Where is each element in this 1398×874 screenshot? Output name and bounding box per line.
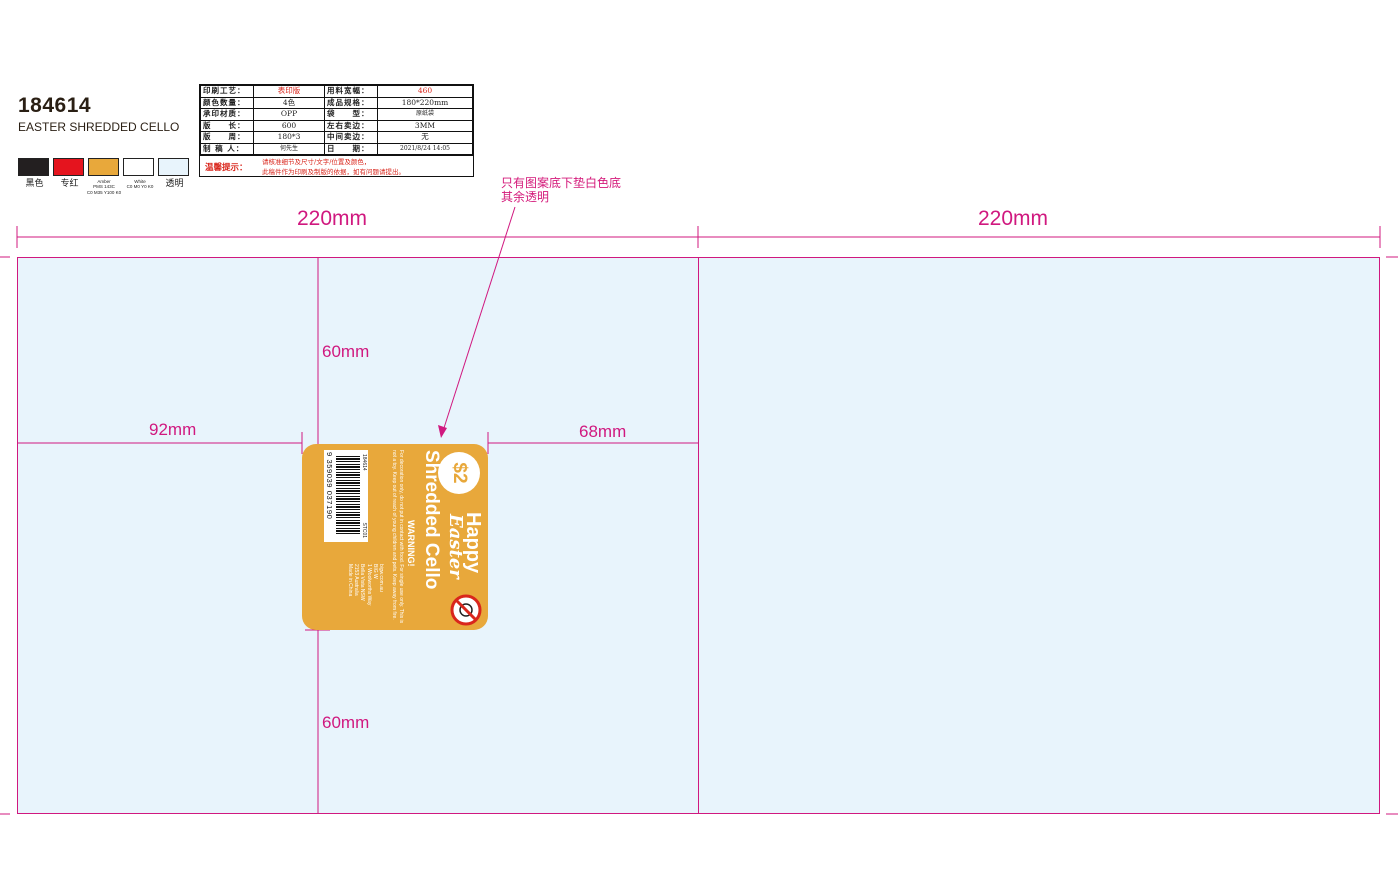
job-code: 184614 xyxy=(18,94,92,117)
annotation-arrow-head xyxy=(438,425,447,438)
spec-row: 承印材质： OPP 袋 型： 原纸袋 xyxy=(200,108,473,121)
sku-code-secondary: STC01 xyxy=(361,522,367,538)
note-line: 此稿件作为印刷及制版的依据，如有问题请提出。 xyxy=(262,168,405,176)
annotation-arrow-line xyxy=(442,206,516,432)
spec-key: 日 期： xyxy=(324,142,378,155)
job-name: EASTER SHREDDED CELLO xyxy=(18,120,180,134)
dim-left-gap: 92mm xyxy=(149,420,197,439)
white-underlay-note: 只有图案底下垫白色底 其余透明 xyxy=(501,176,621,204)
label-easter: Easter xyxy=(445,514,466,579)
swatch-label-amber: Amber PMS 143C C0 M35 Y100 K0 xyxy=(86,179,122,195)
spec-key: 左右卖边： xyxy=(324,119,378,132)
swatch-white xyxy=(123,158,154,176)
spec-row: 制 稿 人： 何先生 日 期： 2021/8/24 14:05 xyxy=(200,142,473,155)
dim-right-panel-width: 220mm xyxy=(978,207,1049,230)
dim-bottom-gap: 60mm xyxy=(322,713,370,732)
sku-code: 184614 xyxy=(361,454,367,471)
annotation-line-2: 其余透明 xyxy=(501,190,550,204)
swatch-clear xyxy=(158,158,189,176)
note-label: 温馨提示： xyxy=(205,163,248,173)
spec-value: 无 xyxy=(377,131,473,144)
spec-key: 中间卖边： xyxy=(324,131,378,144)
product-name: Shredded Cello xyxy=(421,450,442,590)
note-text: 请核准细节及尺寸/文字/位置及颜色， 此稿件作为印刷及制版的依据，如有问题请提出… xyxy=(262,157,405,177)
annotation-line-1: 只有图案底下垫白色底 xyxy=(501,176,622,190)
barcode-number: 9 359039 037190 xyxy=(325,452,334,520)
spec-row: 版 长： 600 左右卖边： 3MM xyxy=(200,119,473,132)
swatch-label-white: White C0 M0 Y0 K0 xyxy=(126,179,154,190)
barcode: 184614 STC01 9 359039 037190 xyxy=(324,450,368,542)
dim-left-panel-width: 220mm xyxy=(297,207,368,230)
retailer-address: bigw.com.au BIG W 1 Woolworths Way Bella… xyxy=(346,564,384,606)
barcode-bars xyxy=(336,456,360,536)
swatch-label-clear: 透明 xyxy=(165,178,184,188)
warning-title: WARNING! xyxy=(406,520,416,567)
swatch-label-red: 专红 xyxy=(60,178,79,188)
swatch-red xyxy=(53,158,84,176)
spec-value: 600 xyxy=(253,119,325,132)
color-swatches: 黑色 专红 Amber PMS 143C C0 M35 Y100 K0 Whit… xyxy=(17,158,197,198)
spec-note: 温馨提示： 请核准细节及尺寸/文字/位置及颜色， 此稿件作为印刷及制版的依据，如… xyxy=(200,155,473,178)
no-food-contact-icon xyxy=(450,594,482,626)
note-line: 请核准细节及尺寸/文字/位置及颜色， xyxy=(262,158,371,166)
swatch-black xyxy=(18,158,49,176)
dim-right-gap: 68mm xyxy=(579,422,627,441)
spec-row: 版 周： 180*3 中间卖边： 无 xyxy=(200,131,473,144)
label-artwork: $2 Happy Easter Shredded Cello WARNING! … xyxy=(302,444,488,630)
label-happy: Happy xyxy=(462,512,484,574)
product-label: $2 Happy Easter Shredded Cello WARNING! … xyxy=(302,444,488,630)
back-panel xyxy=(698,257,1380,814)
spec-value: 3MM xyxy=(377,119,473,132)
spec-table: 印刷工艺： 表印版 用料宽幅： 460 颜色数量： 4色 成品规格： 180*2… xyxy=(199,84,474,177)
swatch-amber xyxy=(88,158,119,176)
dim-top-gap: 60mm xyxy=(322,342,370,361)
spec-key: 版 周： xyxy=(200,131,254,144)
swatch-label-black: 黑色 xyxy=(25,178,44,188)
warning-text: For decoration only, do not put in conta… xyxy=(391,450,405,624)
price-badge: $2 xyxy=(438,452,480,494)
spec-value: 2021/8/24 14:05 xyxy=(377,142,473,155)
